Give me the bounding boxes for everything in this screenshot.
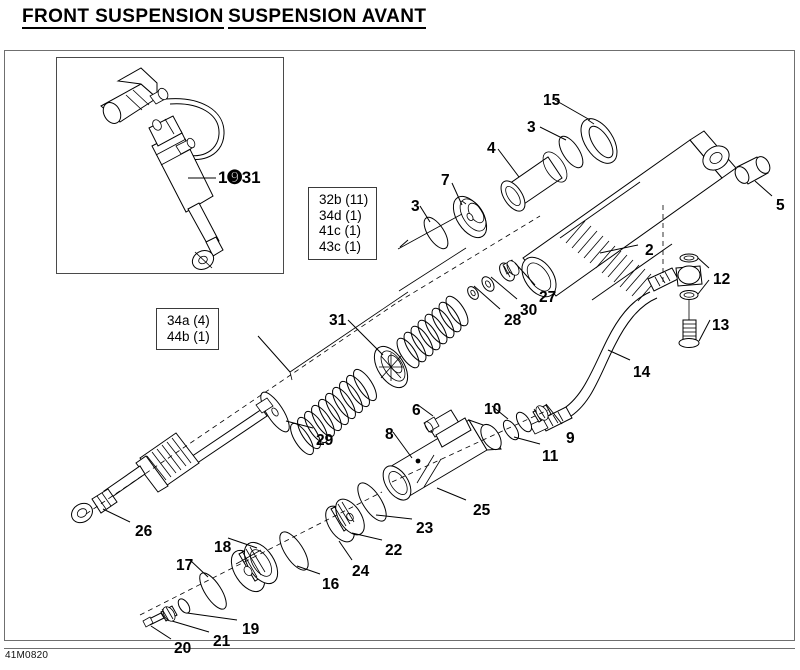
inset-assembly-box [56,57,284,274]
callout-5: 5 [776,197,785,214]
title-english: FRONT SUSPENSION [22,6,224,29]
note-line: 32b (11) [319,192,369,207]
callout-24: 24 [352,563,370,580]
callout-4: 4 [487,140,496,157]
note-line: 41c (1) [319,223,362,238]
callout-31: 31 [329,312,347,329]
callout-19: 19 [242,621,260,638]
callout-23: 23 [416,520,434,537]
callout-15: 15 [543,92,561,109]
note-line: 34d (1) [319,207,362,223]
callout-6: 6 [412,402,421,419]
shaft-assembly [68,398,273,527]
callout-3-lower: 3 [411,198,420,215]
callout-30: 30 [520,302,538,319]
callout-14: 14 [633,364,651,381]
callout-12: 12 [713,271,731,288]
hydraulic-hose-14 [530,205,710,434]
callout-10: 10 [484,401,502,418]
callout-25: 25 [473,502,491,519]
inset-callout-1-to-31: 1➒31 [218,168,261,187]
callout-27: 27 [539,289,557,306]
callout-18: 18 [214,539,232,556]
piston-stack-group [143,479,412,639]
note-line: 44b (1) [167,328,210,344]
inset-shock-assembly [100,68,224,273]
bushing-5 [732,154,772,196]
callout-7: 7 [441,172,450,189]
callout-9: 9 [566,430,575,447]
drawing-frame [4,50,795,641]
note-line: 43c (1) [319,238,362,254]
reservoir-group [377,404,562,505]
exploded-axis [86,216,548,615]
callout-26: 26 [135,523,153,540]
shock-body-group [515,131,736,303]
small-fasteners-group [465,259,535,309]
o-ring-3-lower [398,206,462,252]
callout-13: 13 [712,317,730,334]
page-title: FRONT SUSPENSION SUSPENSION AVANT [22,6,427,29]
callout-3-upper: 3 [527,119,536,136]
callout-20: 20 [174,640,192,657]
callout-11: 11 [542,448,559,465]
retaining-ring-15 [555,100,624,170]
title-french: SUSPENSION AVANT [228,6,427,29]
spring-assembly [258,248,472,458]
callout-22: 22 [385,542,403,559]
callout-21: 21 [213,633,231,650]
footer-rule [4,648,795,649]
piston-valve-7 [447,183,494,243]
spacer-4 [496,148,572,215]
note-box-fasteners-b: 34a (4) 44b (1) [156,308,219,350]
callout-17: 17 [176,557,194,574]
note-line: 34a (4) [167,313,210,328]
sheet-code: 41M0820 [5,650,49,661]
callout-16: 16 [322,576,340,593]
callout-8: 8 [385,426,394,443]
note-box-fasteners-a: 32b (11) 34d (1) 41c (1) 43c (1) [308,187,378,260]
callout-2: 2 [645,242,654,259]
callout-28: 28 [504,312,522,329]
callout-29: 29 [316,432,334,449]
o-ring-3-upper [540,127,588,171]
